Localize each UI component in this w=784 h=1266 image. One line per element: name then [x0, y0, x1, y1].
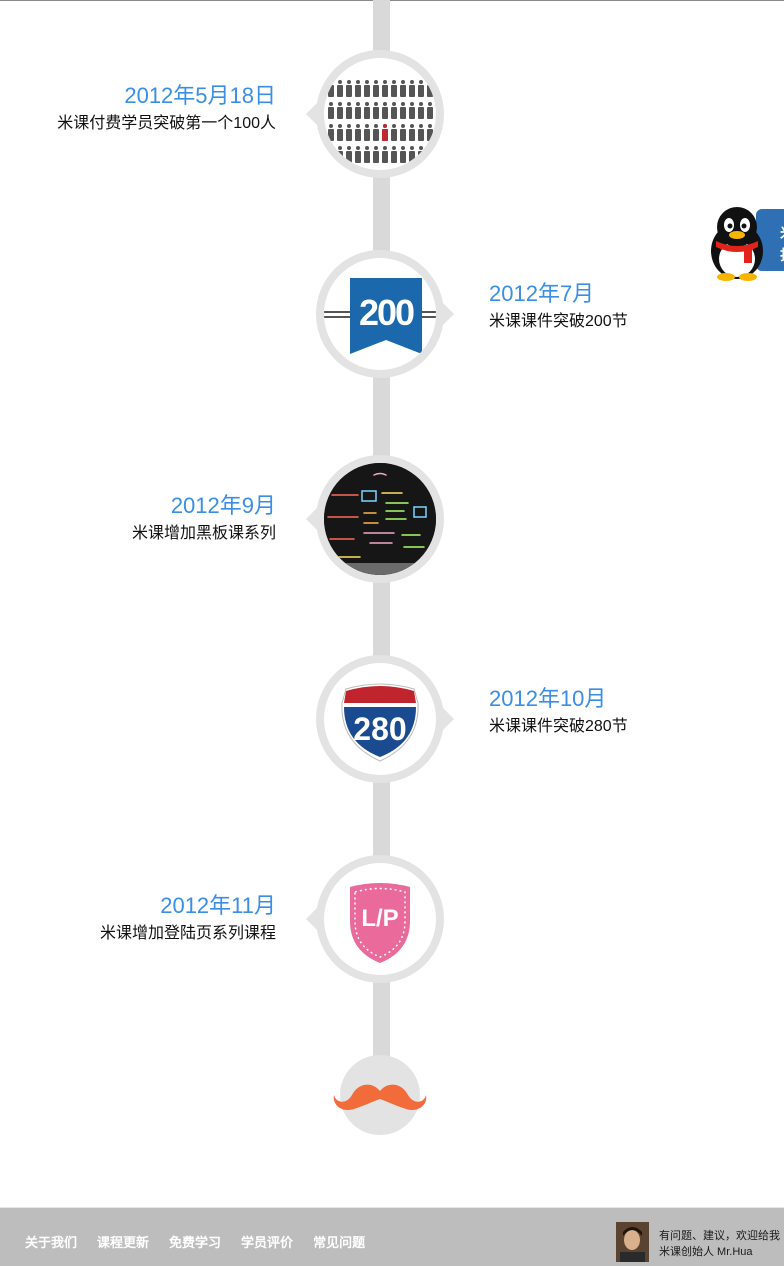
event-description: 米课课件突破200节: [489, 313, 628, 330]
pointer-arrow: [306, 505, 320, 533]
founder-name: 米课创始人 Mr.Hua: [659, 1246, 753, 1258]
founder-avatar: [616, 1222, 649, 1262]
mustache-icon: [333, 1084, 427, 1111]
event-description: 米课增加黑板课系列: [131, 525, 276, 542]
pointer-arrow: [306, 100, 320, 128]
footer-link-reviews[interactable]: 学员评价: [241, 1235, 294, 1250]
event-date: 2012年9月: [170, 493, 276, 518]
event-date: 2012年11月: [160, 893, 276, 918]
route-number: 280: [353, 711, 407, 747]
event-description: 米课增加登陆页系列课程: [99, 925, 276, 942]
timeline-event-text: 2012年9月 米课增加黑板课系列: [6, 492, 276, 546]
blackboard-photo: [324, 463, 436, 575]
event-description: 米课课件突破280节: [489, 718, 628, 735]
timeline-event-circle: [306, 455, 444, 583]
footer: 关于我们 课程更新 免费学习 学员评价 常见问题 有问题、建议，欢迎给我 米课创…: [0, 1207, 784, 1266]
timeline-event-text: 2012年7月 米课课件突破200节: [489, 280, 759, 334]
timeline-event-circle: L/P: [306, 855, 444, 983]
timeline-event-circle: [306, 50, 444, 178]
footer-link-free-learning[interactable]: 免费学习: [169, 1235, 222, 1250]
event-date: 2012年10月: [489, 686, 607, 711]
timeline-event-text: 2012年10月 米课课件突破280节: [489, 685, 759, 739]
top-border: [0, 0, 784, 1]
footer-link-course-updates[interactable]: 课程更新: [97, 1235, 150, 1250]
timeline-event-text: 2012年11月 米课增加登陆页系列课程: [6, 892, 276, 946]
timeline-end-marker: [333, 1055, 427, 1135]
ribbon-200-icon: 200: [324, 258, 436, 370]
footer-nav: 关于我们 课程更新 免费学习 学员评价 常见问题: [25, 1232, 365, 1251]
founder-message[interactable]: 有问题、建议，欢迎给我 米课创始人 Mr.Hua: [659, 1228, 780, 1260]
shield-text: L/P: [361, 905, 399, 932]
event-description: 米课付费学员突破第一个100人: [57, 115, 276, 132]
qq-tab-text: 米: [780, 223, 784, 243]
lp-shield-icon: L/P: [324, 863, 436, 975]
pointer-arrow: [440, 705, 454, 733]
timeline-event-circle: 200: [316, 250, 454, 378]
pointer-arrow: [440, 300, 454, 328]
event-date: 2012年7月: [489, 281, 595, 306]
timeline-event-circle: 280: [316, 655, 454, 783]
crowd-people-icon: [324, 58, 436, 170]
timeline-event-text: 2012年5月18日 米课付费学员突破第一个100人: [6, 82, 276, 136]
qq-penguin-icon: [711, 207, 763, 281]
interstate-280-icon: 280: [324, 663, 436, 775]
founder-message-line: 有问题、建议，欢迎给我: [659, 1230, 780, 1242]
ribbon-number: 200: [358, 292, 415, 333]
footer-link-faq[interactable]: 常见问题: [313, 1235, 366, 1250]
qq-contact-widget[interactable]: 米 扫: [704, 205, 784, 281]
qq-tab-text: 扫: [780, 245, 784, 265]
event-date: 2012年5月18日: [124, 83, 276, 108]
pointer-arrow: [306, 905, 320, 933]
footer-link-about[interactable]: 关于我们: [25, 1235, 78, 1250]
